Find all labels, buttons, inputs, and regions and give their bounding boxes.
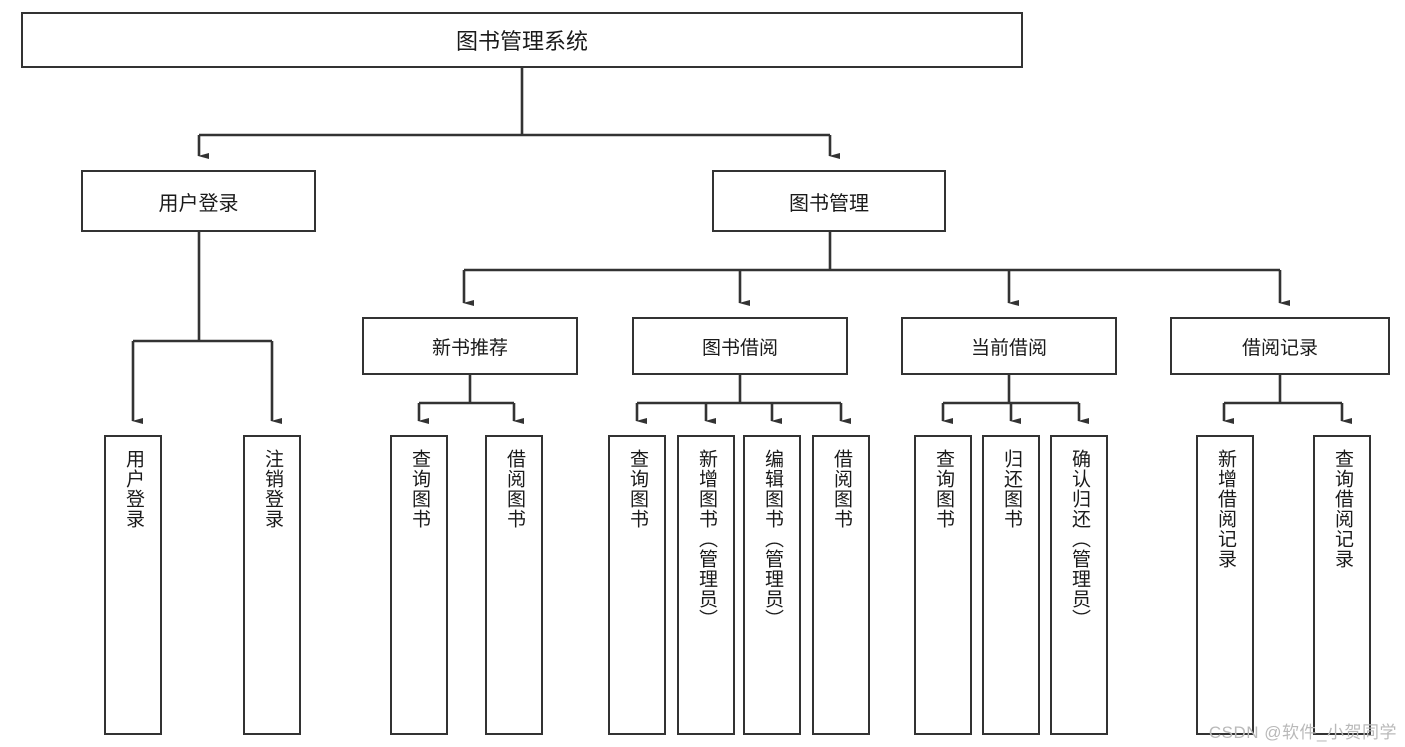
leaf-label: 编辑图书（管理员） [761, 449, 783, 629]
node-book-management[interactable]: 图书管理 [712, 170, 946, 232]
leaf-label: 查询图书 [408, 449, 430, 529]
leaf-new-book-borrow-book[interactable]: 借阅图书 [485, 435, 543, 735]
node-root-book-management-system[interactable]: 图书管理系统 [21, 12, 1023, 68]
node-user-login[interactable]: 用户登录 [81, 170, 316, 232]
leaf-current-borrow-confirm-return-admin[interactable]: 确认归还（管理员） [1050, 435, 1108, 735]
leaf-label: 新增借阅记录 [1214, 449, 1236, 569]
leaf-book-borrow-edit-book-admin[interactable]: 编辑图书（管理员） [743, 435, 801, 735]
leaf-book-borrow-query-book[interactable]: 查询图书 [608, 435, 666, 735]
leaf-user-login-login[interactable]: 用户登录 [104, 435, 162, 735]
leaf-label: 查询图书 [932, 449, 954, 529]
leaf-new-book-query-book[interactable]: 查询图书 [390, 435, 448, 735]
leaf-label: 用户登录 [122, 449, 144, 529]
leaf-book-borrow-add-book-admin[interactable]: 新增图书（管理员） [677, 435, 735, 735]
leaf-user-login-logout[interactable]: 注销登录 [243, 435, 301, 735]
leaf-label: 查询图书 [626, 449, 648, 529]
node-current-borrow[interactable]: 当前借阅 [901, 317, 1117, 375]
leaf-current-borrow-return-book[interactable]: 归还图书 [982, 435, 1040, 735]
leaf-label: 查询借阅记录 [1331, 449, 1353, 569]
leaf-borrow-record-query-record[interactable]: 查询借阅记录 [1313, 435, 1371, 735]
leaf-label: 借阅图书 [503, 449, 525, 529]
leaf-label: 借阅图书 [830, 449, 852, 529]
leaf-borrow-record-add-record[interactable]: 新增借阅记录 [1196, 435, 1254, 735]
leaf-label: 新增图书（管理员） [695, 449, 717, 629]
leaf-current-borrow-query-book[interactable]: 查询图书 [914, 435, 972, 735]
node-borrow-record[interactable]: 借阅记录 [1170, 317, 1390, 375]
leaf-label: 归还图书 [1000, 449, 1022, 529]
leaf-label: 注销登录 [261, 449, 283, 529]
leaf-book-borrow-borrow-book[interactable]: 借阅图书 [812, 435, 870, 735]
node-new-book-recommend[interactable]: 新书推荐 [362, 317, 578, 375]
watermark-text: CSDN @软件_小贺同学 [1208, 723, 1397, 742]
leaf-label: 确认归还（管理员） [1068, 449, 1090, 629]
node-book-borrow[interactable]: 图书借阅 [632, 317, 848, 375]
